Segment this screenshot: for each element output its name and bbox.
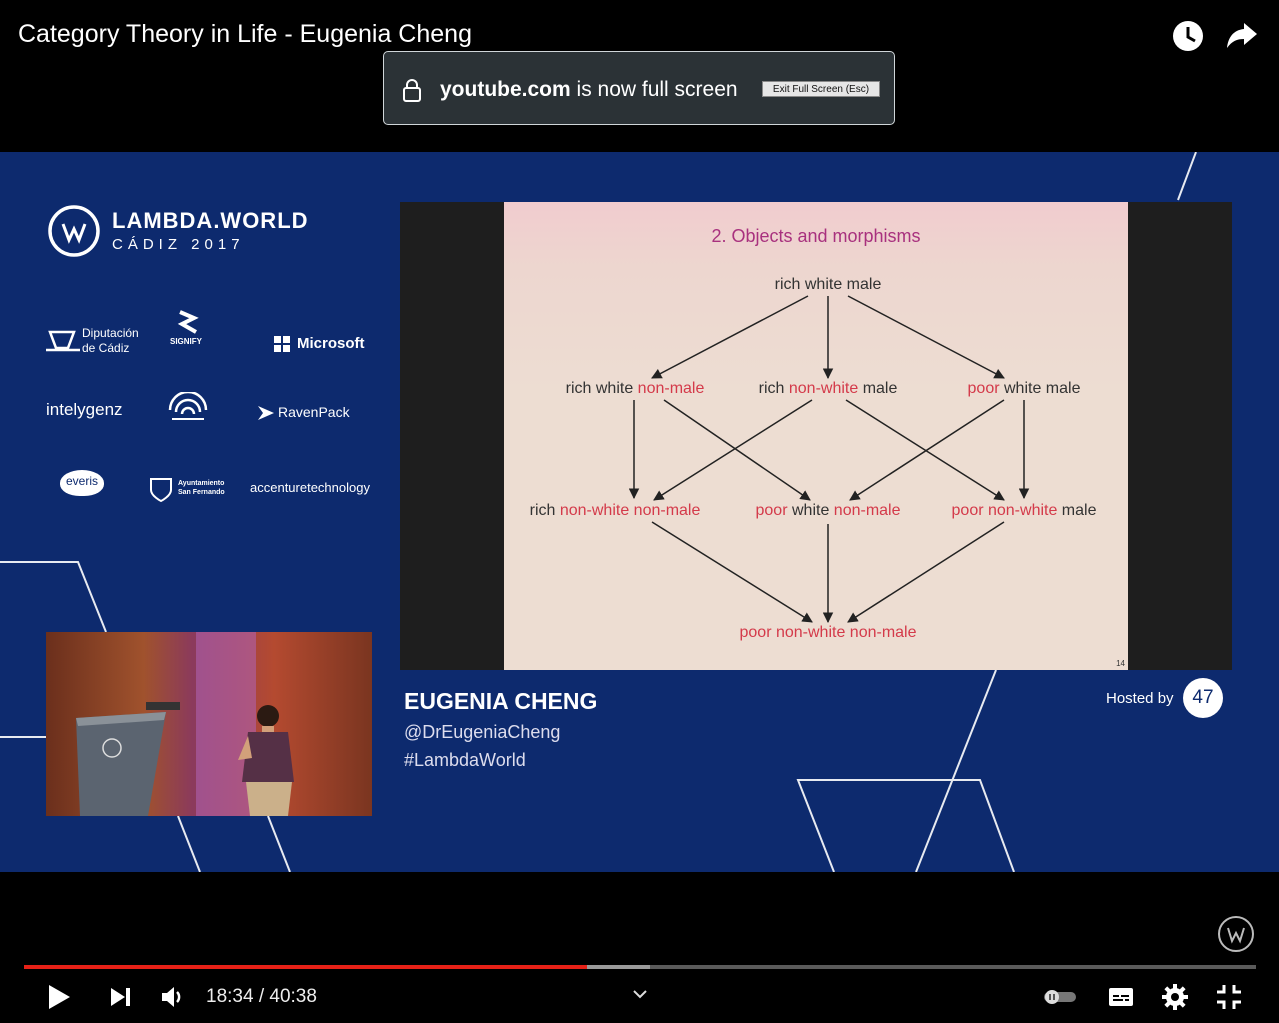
hosted-by-label: Hosted by xyxy=(1106,690,1174,707)
video-title[interactable]: Category Theory in Life - Eugenia Cheng xyxy=(18,20,472,48)
ayuntamiento-line-1: Ayuntamiento xyxy=(178,480,225,487)
chevron-down-icon[interactable] xyxy=(630,984,650,1009)
node-rich-white-non-male: rich white non-male xyxy=(566,380,705,398)
slide-title: 2. Objects and morphisms xyxy=(711,226,921,246)
node-text-highlight: non-male xyxy=(637,380,705,397)
microsoft-sponsor: Microsoft xyxy=(297,335,365,352)
node-text: rich xyxy=(529,502,560,519)
ravenpack-sponsor: RavenPack xyxy=(278,404,350,420)
node-text-highlight: non-white non-male xyxy=(559,502,701,519)
node-text: rich white xyxy=(565,380,638,397)
ayuntamiento-line-2: San Fernando xyxy=(178,489,225,496)
ayuntamiento-crest-icon xyxy=(148,476,174,507)
play-icon[interactable] xyxy=(44,982,74,1012)
node-poor-non-white-male: poor non-white male xyxy=(952,502,1097,520)
share-icon[interactable] xyxy=(1224,18,1260,54)
host-logo: 47 xyxy=(1183,678,1223,718)
event-hashtag: #LambdaWorld xyxy=(404,750,526,770)
fullscreen-message: youtube.com is now full screen xyxy=(440,78,738,102)
diputacion-logo-icon xyxy=(46,328,80,359)
signify-sponsor: SIGNIFY xyxy=(170,337,203,346)
node-text-highlight: poor non-white xyxy=(951,502,1058,519)
lambda-world-logo-icon xyxy=(47,204,101,263)
slide-area: 2. Objects and morphisms xyxy=(400,202,1232,670)
node-text-highlight: non-male xyxy=(833,502,901,519)
background-decoration xyxy=(0,152,1197,872)
diputacion-sponsor: Diputación de Cádiz xyxy=(82,326,139,356)
node-poor-non-white-non-male: poor non-white non-male xyxy=(739,624,917,641)
speaker-handle: @DrEugeniaCheng xyxy=(404,722,561,742)
channel-watermark-icon[interactable] xyxy=(1217,915,1255,953)
node-poor-white-non-male: poor white non-male xyxy=(756,502,901,520)
lock-icon xyxy=(402,78,422,107)
everis-sponsor: everis xyxy=(66,474,99,488)
slide: 2. Objects and morphisms xyxy=(504,202,1128,670)
event-name: LAMBDA.WORLD xyxy=(112,208,309,233)
slide-number: 14 xyxy=(1116,659,1125,668)
intelygenz-sponsor: intelygenz xyxy=(46,400,123,419)
time-display: 18:34 / 40:38 xyxy=(206,986,317,1007)
accenture-sponsor: accenturetechnology xyxy=(250,480,370,495)
fullscreen-notice: youtube.com is now full screen Exit Full… xyxy=(383,51,895,125)
node-poor-white-male: poor white male xyxy=(968,380,1081,398)
speaker-name: EUGENIA CHENG xyxy=(404,688,598,714)
volume-icon[interactable] xyxy=(158,982,188,1012)
node-text: white male xyxy=(999,380,1081,397)
settings-icon[interactable] xyxy=(1160,982,1190,1012)
signify-logo-icon xyxy=(174,308,202,341)
subtitles-icon[interactable] xyxy=(1106,982,1136,1012)
microsoft-logo-icon xyxy=(274,336,290,357)
fullscreen-text: is now full screen xyxy=(570,78,738,101)
exit-fullscreen-icon[interactable] xyxy=(1214,982,1244,1012)
progress-bar[interactable] xyxy=(24,965,1256,969)
node-text-highlight: poor xyxy=(967,380,1000,397)
ravenpack-logo-icon xyxy=(258,406,274,425)
next-icon[interactable] xyxy=(106,982,136,1012)
diputacion-line-2: de Cádiz xyxy=(82,341,130,355)
morphism-arrows xyxy=(628,295,1030,624)
ayuntamiento-sponsor: Ayuntamiento San Fernando xyxy=(178,479,225,497)
diputacion-line-1: Diputación xyxy=(82,326,139,340)
video-frame[interactable]: LAMBDA.WORLD CÁDIZ 2017 Diputación de Cá… xyxy=(0,152,1279,872)
event-location: CÁDIZ 2017 xyxy=(112,236,245,253)
junta-andalucia-logo-icon xyxy=(166,390,210,427)
everis-logo-badge xyxy=(60,470,104,496)
node-rich-white-male: rich white male xyxy=(774,276,882,293)
speaker-camera-inset xyxy=(46,632,372,816)
watch-later-icon[interactable] xyxy=(1170,18,1206,54)
exit-fullscreen-button[interactable]: Exit Full Screen (Esc) xyxy=(762,81,880,97)
autoplay-toggle[interactable] xyxy=(1042,988,1078,1011)
node-text: rich xyxy=(758,380,789,397)
node-text-highlight: non-white xyxy=(788,380,859,397)
node-text-highlight: poor xyxy=(755,502,788,519)
node-rich-non-white-male: rich non-white male xyxy=(759,380,898,398)
speaker-scene-illustration xyxy=(76,632,294,816)
node-text: male xyxy=(1057,502,1097,519)
played-bar xyxy=(24,965,588,969)
node-text: white xyxy=(787,502,834,519)
fullscreen-domain: youtube.com xyxy=(440,78,571,101)
node-rich-non-white-non-male: rich non-white non-male xyxy=(530,502,701,520)
node-text: male xyxy=(858,380,898,397)
